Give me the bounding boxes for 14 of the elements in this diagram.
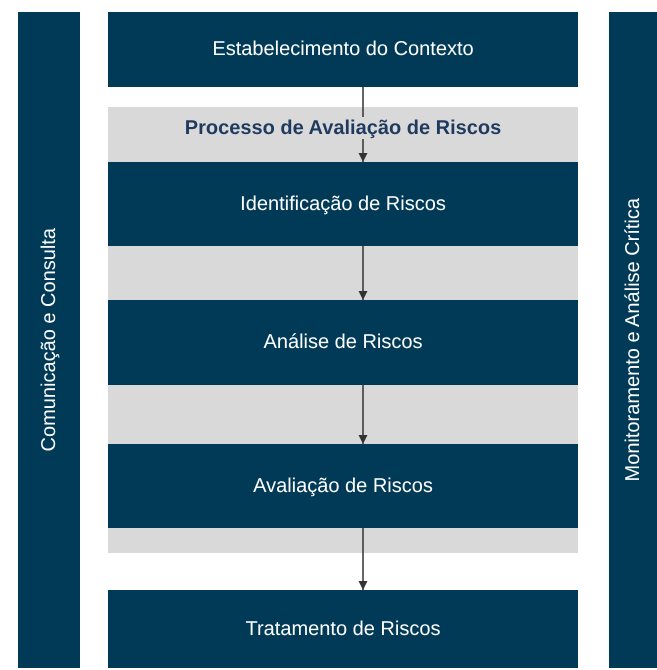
arrow	[358, 528, 368, 590]
arrow	[358, 385, 368, 444]
process-box: Análise de Riscos	[108, 300, 578, 385]
arrow	[358, 87, 368, 162]
process-box: Tratamento de Riscos	[108, 590, 578, 668]
side-bar	[18, 12, 80, 668]
process-box: Estabelecimento do Contexto	[108, 12, 578, 87]
process-box: Avaliação de Riscos	[108, 444, 578, 528]
arrow	[358, 246, 368, 300]
process-band	[108, 107, 578, 553]
process-box: Identificação de Riscos	[108, 162, 578, 246]
side-bar-label: Monitoramento e Análise Crítica	[622, 198, 644, 482]
side-bar-label: Comunicação e Consulta	[38, 228, 60, 452]
side-bar	[609, 12, 657, 668]
